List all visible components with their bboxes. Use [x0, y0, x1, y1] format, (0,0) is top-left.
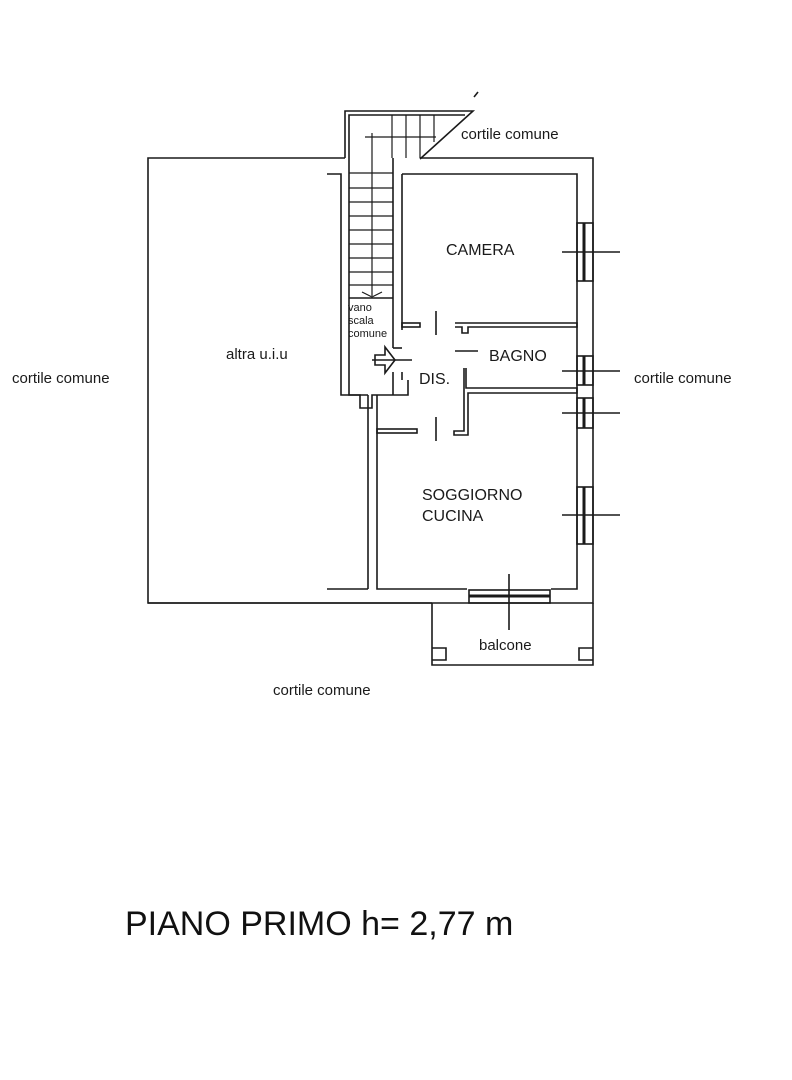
balcony — [431, 603, 594, 666]
room-label-bagno: BAGNO — [489, 348, 547, 365]
label-cortile-right: cortile comune — [634, 370, 732, 387]
room-label-scala: scala — [348, 315, 374, 327]
windows — [468, 222, 620, 630]
room-label-cucina: CUCINA — [422, 508, 484, 525]
north-tick — [473, 91, 479, 98]
label-cortile-top: cortile comune — [461, 126, 559, 143]
entrance-arrow-icon — [374, 344, 397, 376]
outer-walls — [147, 157, 594, 604]
room-label-dis: DIS. — [419, 371, 451, 388]
plan-title: PIANO PRIMO h= 2,77 m — [125, 905, 514, 943]
room-label-balcone: balcone — [479, 637, 532, 654]
room-label-camera: CAMERA — [446, 242, 515, 259]
room-label-altra-uiu: altra u.i.u — [226, 346, 288, 363]
room-label-vano: vano — [348, 302, 372, 314]
room-label-comune: comune — [348, 328, 388, 340]
label-cortile-left: cortile comune — [12, 370, 110, 387]
room-label-soggiorno: SOGGIORNO — [422, 487, 523, 504]
label-cortile-bottom: cortile comune — [273, 682, 371, 699]
partitions — [376, 311, 578, 441]
staircase — [344, 110, 476, 409]
